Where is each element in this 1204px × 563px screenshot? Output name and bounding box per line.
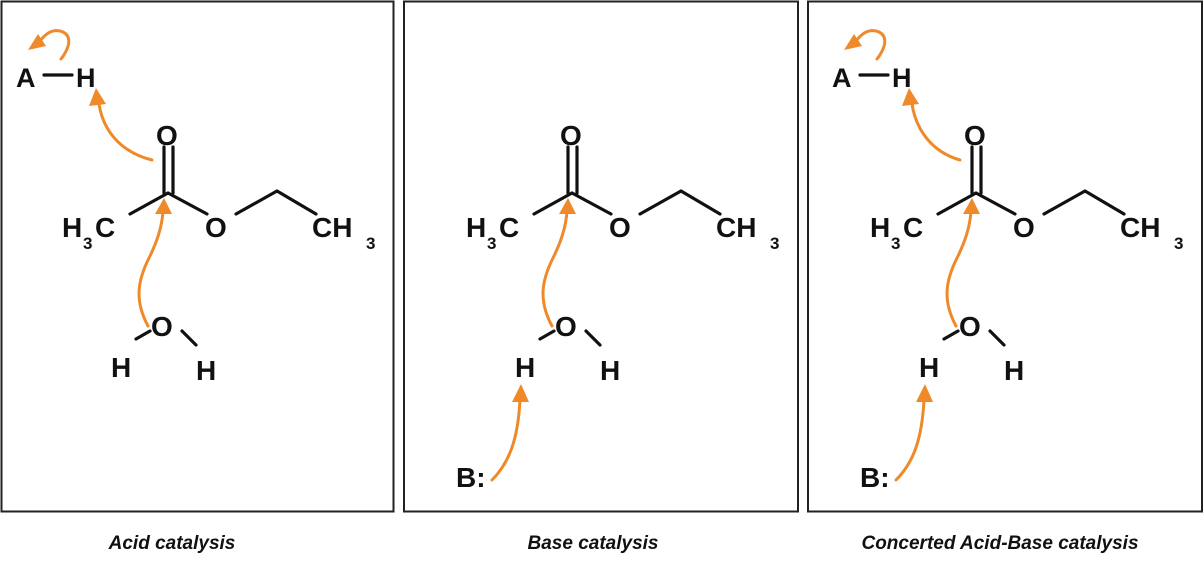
base-b-label: B: <box>456 462 486 493</box>
panel-frame <box>403 0 799 513</box>
water-o-label: O <box>151 311 173 342</box>
water-h-right-label: H <box>600 355 620 386</box>
acid-a-label: A <box>16 63 36 93</box>
arrow-o-to-h <box>89 88 154 162</box>
panel-concerted: A H O H 3 C O CH 3 O H H B: <box>807 0 1203 513</box>
caption-acid: Acid catalysis <box>108 533 236 554</box>
ethyl-ch-label: CH <box>312 212 352 243</box>
arrow-water-to-c <box>945 198 980 328</box>
panel-base: O H 3 C O CH 3 O H H B: <box>403 0 799 513</box>
ethyl-ch-label: CH <box>1120 212 1160 243</box>
base-b-label: B: <box>860 462 890 493</box>
arrow-water-to-c <box>137 198 172 328</box>
acid-a-label: A <box>832 63 852 93</box>
arrow-o-to-h <box>902 88 962 162</box>
ester-o-label: O <box>1013 212 1035 243</box>
methyl-h-label: H <box>870 212 890 243</box>
carbonyl-o-label: O <box>156 120 178 151</box>
methyl-subscript: 3 <box>487 234 496 253</box>
arrow-h-to-a <box>28 29 71 61</box>
ethyl-subscript: 3 <box>366 234 375 253</box>
water-h-left-label: H <box>515 352 535 383</box>
methyl-h-label: H <box>466 212 486 243</box>
methyl-subscript: 3 <box>891 234 900 253</box>
ester-o-label: O <box>205 212 227 243</box>
water-h-left-label: H <box>919 352 939 383</box>
ethyl-ch-label: CH <box>716 212 756 243</box>
ethyl-subscript: 3 <box>770 234 779 253</box>
water-h-right-label: H <box>196 355 216 386</box>
arrow-base-to-h <box>894 384 933 482</box>
panel-frame <box>807 0 1203 513</box>
methyl-c-label: C <box>903 212 923 243</box>
water-h-left-label: H <box>111 352 131 383</box>
water-o-label: O <box>959 311 981 342</box>
acid-h-label: H <box>892 63 912 93</box>
acid-h-label: H <box>76 63 96 93</box>
methyl-c-label: C <box>95 212 115 243</box>
methyl-h-label: H <box>62 212 82 243</box>
ester-o-label: O <box>609 212 631 243</box>
arrow-h-to-a <box>844 29 887 61</box>
arrow-base-to-h <box>490 384 529 482</box>
ethyl-subscript: 3 <box>1174 234 1183 253</box>
water-o-label: O <box>555 311 577 342</box>
caption-base: Base catalysis <box>527 533 659 554</box>
caption-concerted: Concerted Acid-Base catalysis <box>861 533 1139 554</box>
carbonyl-o-label: O <box>560 120 582 151</box>
methyl-subscript: 3 <box>83 234 92 253</box>
carbonyl-o-label: O <box>964 120 986 151</box>
panel-acid: A H O H 3 C O CH 3 O H H <box>0 0 395 513</box>
panel-frame <box>0 0 395 513</box>
water-h-right-label: H <box>1004 355 1024 386</box>
methyl-c-label: C <box>499 212 519 243</box>
arrow-water-to-c <box>541 198 576 328</box>
